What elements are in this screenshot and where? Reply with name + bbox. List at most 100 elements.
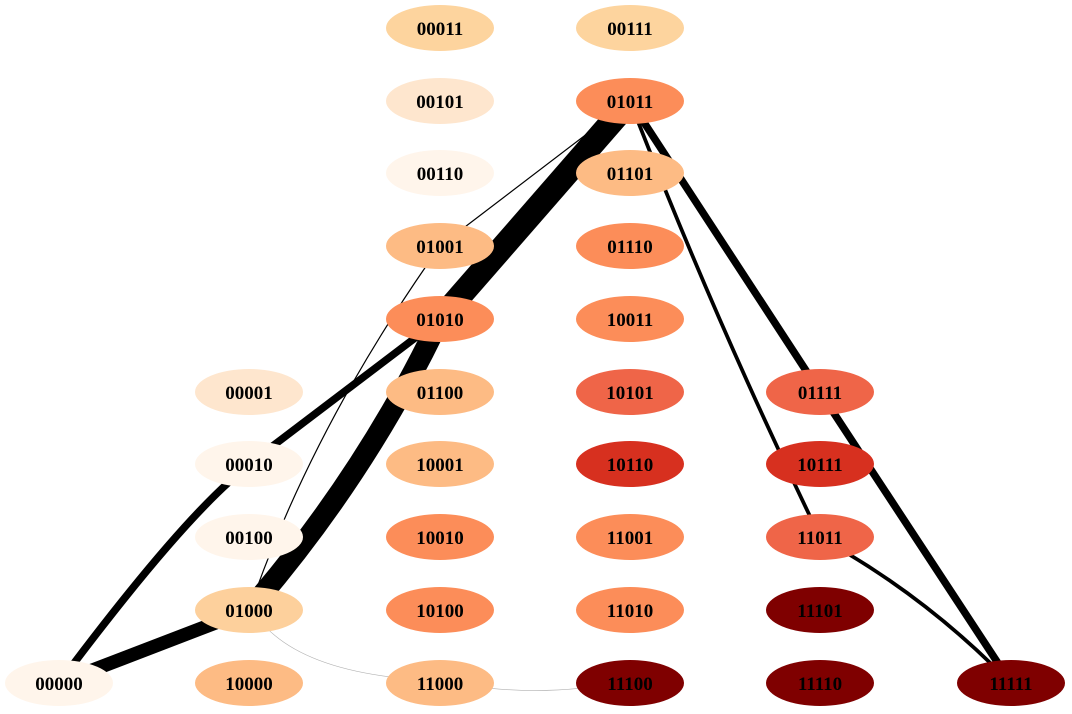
node-label-10110: 10110	[607, 455, 653, 476]
node-label-00101: 00101	[416, 92, 464, 113]
node-label-00001: 00001	[225, 383, 273, 404]
node-ellipse-11101	[766, 587, 874, 633]
node-00011: 00011	[386, 5, 494, 51]
edge-11000-11100	[488, 687, 582, 691]
node-00111: 00111	[576, 5, 684, 51]
edge-00000-00010	[69, 478, 233, 667]
node-label-01010: 01010	[416, 310, 464, 331]
node-label-11100: 11100	[607, 674, 652, 695]
node-ellipse-01111	[766, 369, 874, 415]
node-ellipse-01010	[386, 296, 494, 342]
edge-01111-11111	[828, 408, 1003, 667]
node-ellipse-01100	[386, 369, 494, 415]
node-label-01000: 01000	[225, 601, 273, 622]
node-11110: 11110	[766, 660, 874, 706]
node-ellipse-10001	[386, 441, 494, 487]
node-label-01111: 01111	[798, 383, 842, 404]
edge-01000-11000	[266, 627, 393, 678]
node-label-10001: 10001	[416, 455, 464, 476]
node-label-00000: 00000	[35, 674, 83, 695]
node-ellipse-11011	[766, 514, 874, 560]
node-11010: 11010	[576, 587, 684, 633]
node-label-00011: 00011	[417, 19, 463, 40]
node-label-10011: 10011	[607, 310, 653, 331]
node-label-10100: 10100	[416, 601, 464, 622]
node-ellipse-10010	[386, 514, 494, 560]
node-11101: 11101	[766, 587, 874, 633]
node-ellipse-10100	[386, 587, 494, 633]
node-ellipse-11001	[576, 514, 684, 560]
node-01001: 01001	[386, 223, 494, 269]
node-10101: 10101	[576, 369, 684, 415]
node-10011: 10011	[576, 296, 684, 342]
node-ellipse-00000	[5, 660, 113, 706]
nodes-layer: 00000 00001 00010 00100 01000 10000 00011 00101…	[5, 5, 1065, 706]
edge-01000-01010	[248, 323, 446, 608]
node-label-11101: 11101	[797, 601, 842, 622]
node-label-11000: 11000	[417, 674, 463, 695]
node-ellipse-11110	[766, 660, 874, 706]
node-label-00100: 00100	[225, 528, 273, 549]
edge-11011-11111	[845, 551, 995, 667]
node-label-11011: 11011	[797, 528, 842, 549]
node-01011: 01011	[576, 78, 684, 124]
node-ellipse-11000	[386, 660, 494, 706]
edge-01010-01011	[438, 101, 632, 319]
node-10111: 10111	[766, 441, 874, 487]
node-ellipse-00001	[195, 369, 303, 415]
node-label-11111: 11111	[989, 674, 1032, 695]
node-label-00110: 00110	[417, 164, 463, 185]
node-label-11110: 11110	[798, 674, 842, 695]
node-00001: 00001	[195, 369, 303, 415]
node-ellipse-11100	[576, 660, 684, 706]
node-ellipse-00100	[195, 514, 303, 560]
node-label-01101: 01101	[607, 164, 653, 185]
node-00110: 00110	[386, 150, 494, 196]
node-label-10010: 10010	[416, 528, 464, 549]
edge-00010-01010	[269, 333, 420, 450]
node-ellipse-10011	[576, 296, 684, 342]
node-11011: 11011	[766, 514, 874, 560]
node-ellipse-01110	[576, 223, 684, 269]
node-ellipse-00101	[386, 78, 494, 124]
node-10100: 10100	[386, 587, 494, 633]
node-ellipse-10110	[576, 441, 684, 487]
node-00010: 00010	[195, 441, 303, 487]
node-00000: 00000	[5, 660, 113, 706]
node-ellipse-11111	[957, 660, 1065, 706]
node-01110: 01110	[576, 223, 684, 269]
node-ellipse-01011	[576, 78, 684, 124]
node-00100: 00100	[195, 514, 303, 560]
node-label-11010: 11010	[607, 601, 653, 622]
node-ellipse-10000	[195, 660, 303, 706]
node-ellipse-00110	[386, 150, 494, 196]
node-01111: 01111	[766, 369, 874, 415]
node-ellipse-00011	[386, 5, 494, 51]
node-11100: 11100	[576, 660, 684, 706]
node-label-10000: 10000	[225, 674, 273, 695]
node-label-01110: 01110	[607, 237, 652, 258]
node-00101: 00101	[386, 78, 494, 124]
node-ellipse-10101	[576, 369, 684, 415]
node-label-10101: 10101	[606, 383, 654, 404]
node-ellipse-10111	[766, 441, 874, 487]
node-01100: 01100	[386, 369, 494, 415]
node-label-01100: 01100	[417, 383, 463, 404]
node-11111: 11111	[957, 660, 1065, 706]
node-10010: 10010	[386, 514, 494, 560]
node-10110: 10110	[576, 441, 684, 487]
node-01000: 01000	[195, 587, 303, 633]
node-ellipse-01101	[576, 150, 684, 196]
node-11001: 11001	[576, 514, 684, 560]
node-ellipse-11010	[576, 587, 684, 633]
node-ellipse-01001	[386, 223, 494, 269]
node-11000: 11000	[386, 660, 494, 706]
node-label-00111: 00111	[607, 19, 652, 40]
node-ellipse-00111	[576, 5, 684, 51]
node-01101: 01101	[576, 150, 684, 196]
edge-01011-01111	[638, 117, 812, 376]
node-ellipse-01000	[195, 587, 303, 633]
node-label-01011: 01011	[607, 92, 653, 113]
node-label-00010: 00010	[225, 455, 273, 476]
